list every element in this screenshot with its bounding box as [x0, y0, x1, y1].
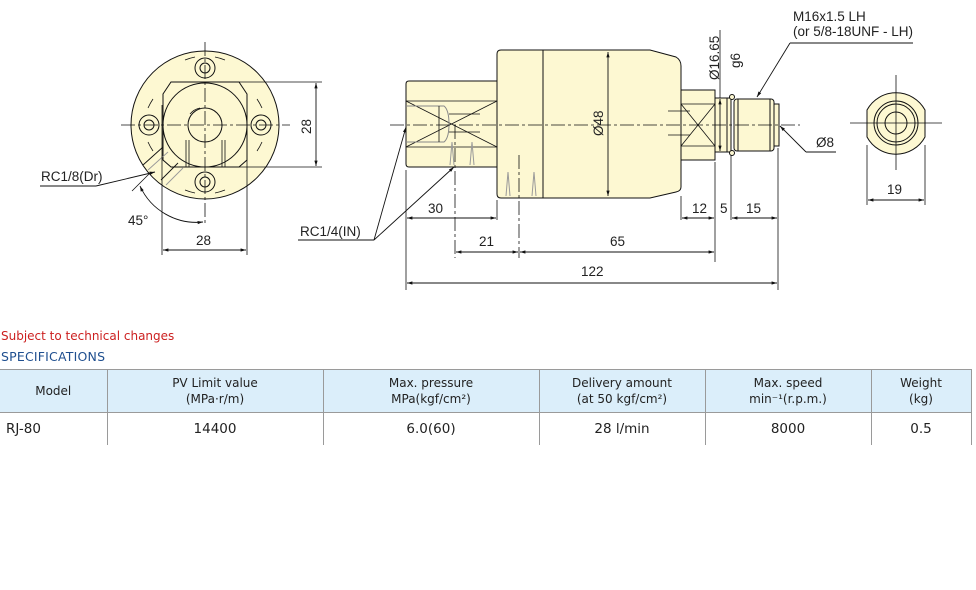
dim-12: 12	[692, 201, 707, 216]
end-view	[850, 75, 942, 205]
dim-5: 5	[720, 201, 728, 216]
thread-spec-line1: M16x1.5 LH	[793, 9, 866, 24]
front-dim-vertical: 28	[299, 119, 314, 134]
drain-port-label: RC1/8(Dr)	[41, 169, 103, 184]
header-model: Model	[0, 369, 108, 413]
cell-max-speed: 8000	[704, 412, 872, 445]
technical-drawing: 28 28 45° RC1/8(Dr)	[40, 9, 942, 290]
diameter-shaft-label: Ø16.65	[707, 36, 722, 80]
front-view	[40, 42, 322, 255]
header-delivery-amount: Delivery amount(at 50 kgf/cm²)	[538, 369, 706, 413]
specifications-table: Model PV Limit value(MPa·r/m) Max. press…	[0, 369, 972, 445]
technical-changes-notice: Subject to technical changes	[1, 329, 175, 343]
main-housing	[496, 49, 682, 199]
dim-21: 21	[479, 234, 494, 249]
diameter-bore-label: Ø8	[816, 135, 834, 150]
end-dim-width: 19	[887, 182, 902, 197]
cell-model: RJ-80	[0, 412, 108, 445]
table-header-row: Model PV Limit value(MPa·r/m) Max. press…	[0, 369, 972, 413]
specifications-title: SPECIFICATIONS	[1, 349, 106, 364]
header-pv-limit: PV Limit value(MPa·r/m)	[106, 369, 324, 413]
dim-15: 15	[746, 201, 761, 216]
front-dim-horizontal: 28	[196, 233, 211, 248]
diameter-body-label: Ø48	[591, 110, 606, 136]
cell-weight: 0.5	[870, 412, 972, 445]
side-view	[298, 30, 913, 290]
dim-30: 30	[428, 201, 443, 216]
angle-label: 45°	[128, 213, 148, 228]
cell-pv-limit: 14400	[106, 412, 324, 445]
table-row: RJ-80 14400 6.0(60) 28 l/min 8000 0.5	[0, 412, 972, 445]
header-weight: Weight(kg)	[870, 369, 972, 413]
dim-65: 65	[610, 234, 625, 249]
shaft-tolerance-label: g6	[728, 53, 743, 68]
cell-delivery-amount: 28 l/min	[538, 412, 706, 445]
dim-122: 122	[581, 264, 604, 279]
thread-spec-line2: (or 5/8-18UNF - LH)	[793, 24, 913, 39]
inlet-port-label: RC1/4(IN)	[300, 224, 361, 239]
cell-max-pressure: 6.0(60)	[322, 412, 540, 445]
